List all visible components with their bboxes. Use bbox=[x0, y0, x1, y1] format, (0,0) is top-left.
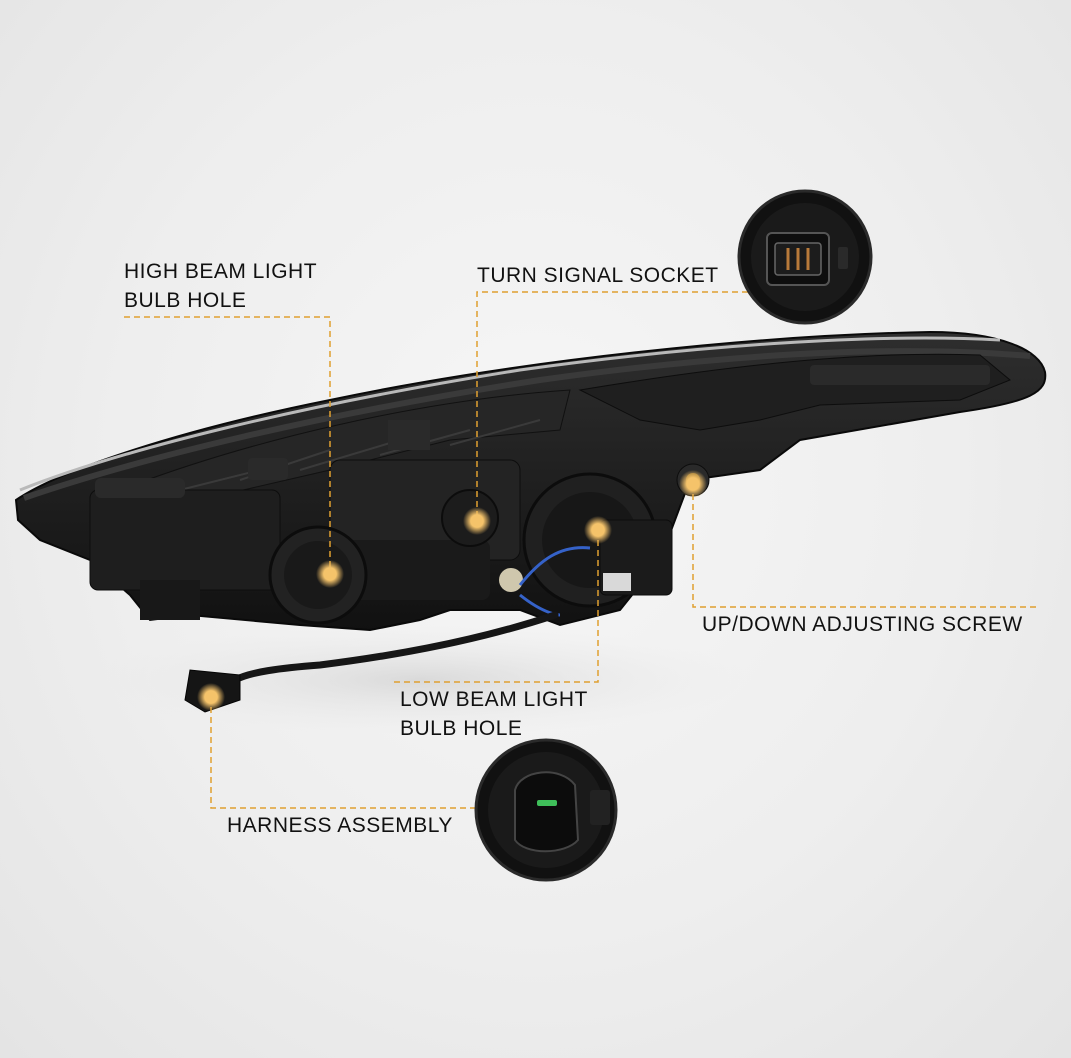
turn-signal-connector-icon bbox=[737, 189, 873, 325]
leader-turn-signal bbox=[476, 291, 748, 519]
markers bbox=[197, 470, 707, 711]
marker-harness bbox=[197, 683, 225, 711]
leader-up-down bbox=[692, 484, 1036, 608]
marker-high-beam bbox=[316, 560, 344, 588]
leader-high-beam bbox=[124, 316, 331, 572]
leader-harness bbox=[210, 697, 475, 809]
headlight-housing bbox=[14, 330, 1047, 632]
low-beam-bulb-hole-label: LOW BEAM LIGHT BULB HOLE bbox=[400, 688, 588, 740]
floor-shadow bbox=[90, 625, 750, 735]
harness-assembly-label: HARNESS ASSEMBLY bbox=[227, 814, 453, 837]
leader-lines bbox=[124, 291, 1036, 809]
turn-signal-socket-label: TURN SIGNAL SOCKET bbox=[477, 264, 719, 287]
harness-plug-icon bbox=[474, 738, 618, 882]
marker-turn-signal bbox=[463, 507, 491, 535]
marker-low-beam bbox=[584, 516, 612, 544]
high-beam-bulb-hole-label: HIGH BEAM LIGHT BULB HOLE bbox=[124, 260, 318, 312]
marker-up-down bbox=[679, 470, 707, 498]
leader-low-beam bbox=[392, 530, 599, 683]
up-down-adjusting-screw-label: UP/DOWN ADJUSTING SCREW bbox=[702, 613, 1023, 636]
